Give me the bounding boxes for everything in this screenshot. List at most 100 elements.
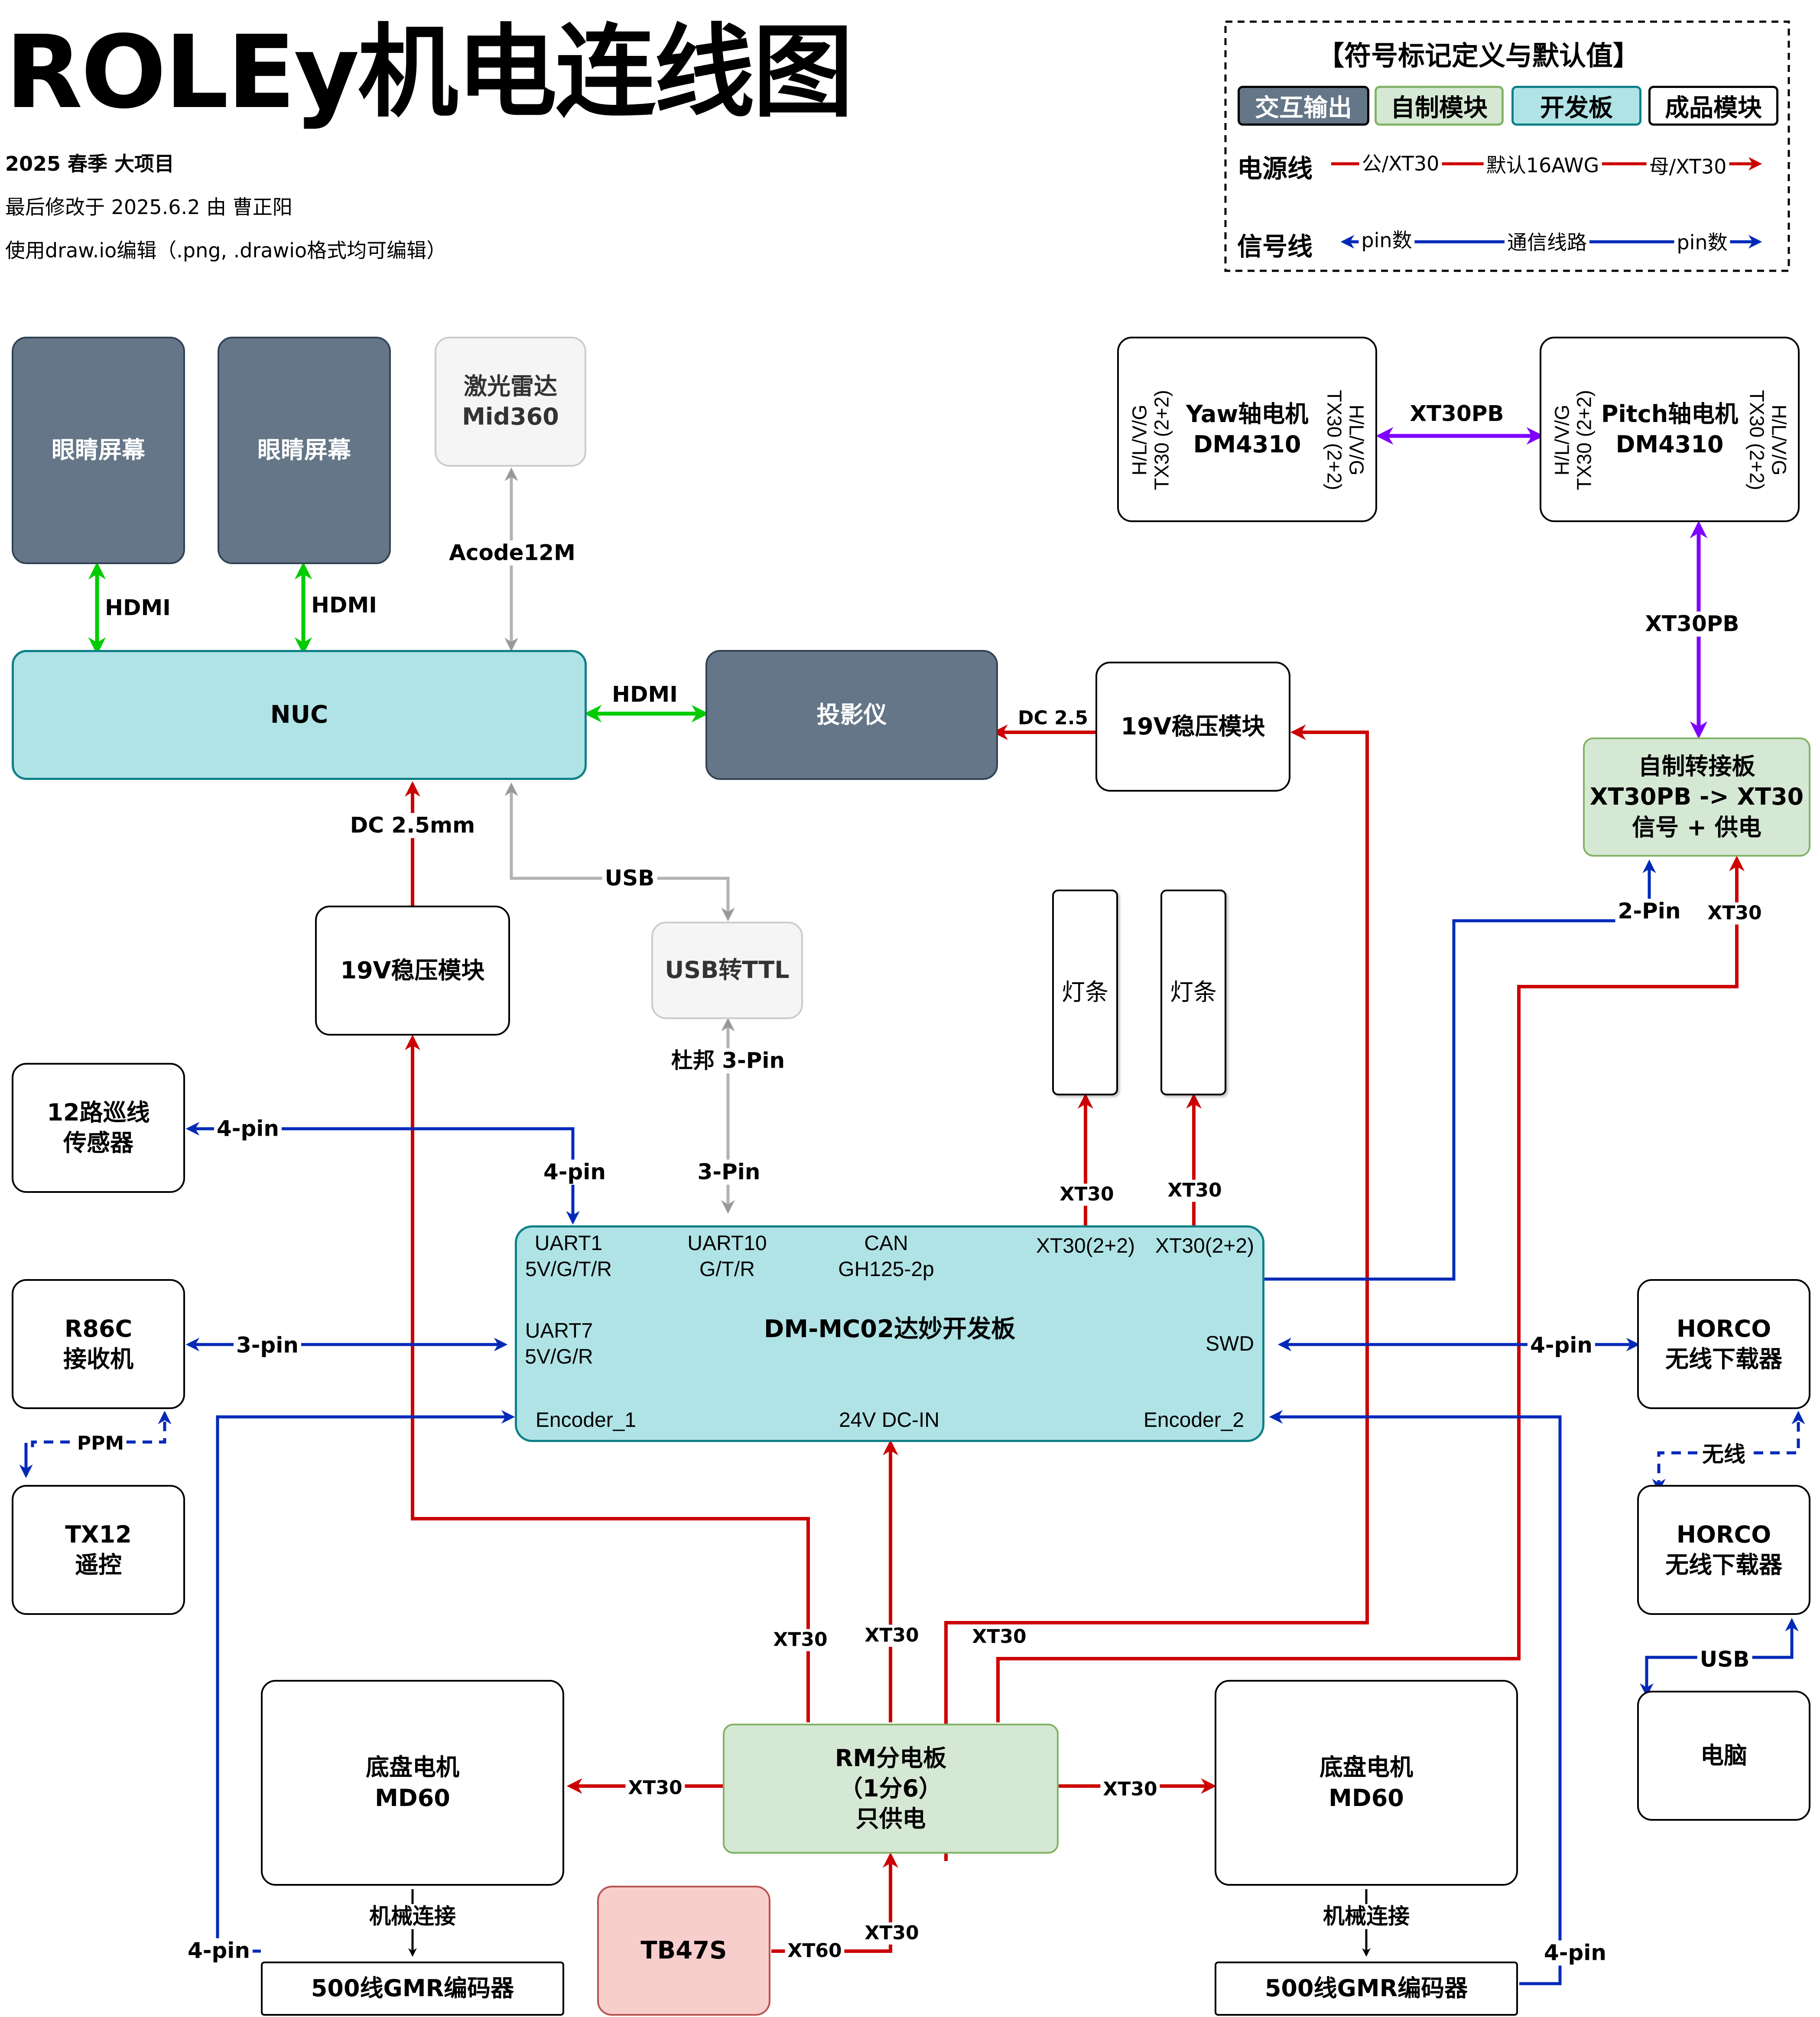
edge-power-19v-left xyxy=(405,1034,810,1722)
edge-label-xt30-chassis-left: XT30 xyxy=(625,1777,685,1799)
edge-label-hdmi-1: HDMI xyxy=(102,595,173,620)
edge-label-xt30-battery: XT30 xyxy=(862,1922,922,1945)
edge-label-xt30-lightbar-1: XT30 xyxy=(1057,1183,1117,1206)
node-eye-screen-2: 眼睛屏幕 xyxy=(218,337,391,564)
edge-label-ppm: PPM xyxy=(74,1432,127,1455)
node-tx12-remote: TX12 遥控 xyxy=(12,1485,185,1615)
edge-power-19v-top xyxy=(944,724,1369,1861)
pitch-motor-side-right: H/L/V/G TX30 (2+2) xyxy=(1746,390,1791,490)
edge-label-acode: Acode12M xyxy=(446,540,578,565)
project-name: 2025 春季 大项目 xyxy=(5,152,175,175)
edge-label-4pin-sensor-b: 4-pin xyxy=(540,1160,609,1185)
edge-label-xt30-pdb-2: XT30 xyxy=(862,1624,922,1647)
port-can: CAN GH125-2p xyxy=(838,1232,934,1281)
legend-tag-product: 成品模块 xyxy=(1648,86,1778,126)
edge-power-adapter xyxy=(996,855,1745,1722)
edge-label-4pin-swd: 4-pin xyxy=(1527,1333,1596,1358)
node-pitch-motor: Pitch轴电机 DM4310 xyxy=(1540,337,1800,522)
edge-label-2pin: 2-Pin xyxy=(1615,899,1684,924)
edge-label-xt30pb-v: XT30PB xyxy=(1642,611,1742,637)
page-title: ROLEy机电连线图 xyxy=(5,14,853,131)
node-eye-screen-1: 眼睛屏幕 xyxy=(12,337,185,564)
edge-label-xt30pb-h: XT30PB xyxy=(1407,401,1507,426)
node-chassis-motor-left: 底盘电机 MD60 xyxy=(261,1680,564,1886)
edge-sig-adapter xyxy=(1264,859,1656,1281)
port-encoder-1: Encoder_1 xyxy=(535,1409,637,1432)
node-yaw-motor: Yaw轴电机 DM4310 xyxy=(1117,337,1377,522)
node-projector: 投影仪 xyxy=(705,650,998,780)
edge-label-3pin: 3-Pin xyxy=(695,1160,763,1185)
edge-label-dupont: 杜邦 3-Pin xyxy=(668,1048,788,1073)
edge-label-xt30-chassis-right: XT30 xyxy=(1100,1778,1160,1801)
edge-label-usb: USB xyxy=(602,866,657,891)
node-lightbar-1: 灯条 xyxy=(1052,890,1118,1095)
node-custom-adapter: 自制转接板 XT30PB -> XT30 信号 + 供电 xyxy=(1583,737,1810,857)
legend-signal-part2: 通信线路 xyxy=(1505,231,1589,254)
edge-label-4pin-encoder-left: 4-pin xyxy=(185,1938,253,1963)
node-encoder-right: 500线GMR编码器 xyxy=(1215,1962,1518,2016)
edge-label-xt60: XT60 xyxy=(785,1940,845,1962)
editor-note: 使用draw.io编辑（.png, .drawio格式均可编辑） xyxy=(5,239,447,262)
edge-label-hdmi-3: HDMI xyxy=(609,682,680,707)
edge-label-xt30-pdb-1: XT30 xyxy=(770,1629,830,1651)
legend-power-part1: 公/XT30 xyxy=(1359,152,1442,175)
node-horco-downloader-1: HORCO 无线下载器 xyxy=(1637,1279,1810,1409)
node-pc: 电脑 xyxy=(1637,1691,1810,1821)
port-24v-dcin: 24V DC-IN xyxy=(838,1409,940,1432)
legend-tag-devboard: 开发板 xyxy=(1511,86,1641,126)
port-uart10: UART10 G/T/R xyxy=(687,1232,767,1281)
edge-label-3pin-r86c: 3-pin xyxy=(233,1333,302,1358)
pitch-motor-side-left: H/L/V/G TX30 (2+2) xyxy=(1550,390,1595,490)
node-19v-regulator-top: 19V稳压模块 xyxy=(1095,662,1290,792)
edge-label-dc25mm: DC 2.5mm xyxy=(347,813,478,838)
node-nuc: NUC xyxy=(12,650,587,780)
port-xt30-b: XT30(2+2) xyxy=(1155,1234,1254,1257)
edge-label-mech-left: 机械连接 xyxy=(367,1904,458,1929)
legend-title: 【符号标记定义与默认值】 xyxy=(1317,40,1640,71)
legend-tag-interactive: 交互输出 xyxy=(1238,86,1369,126)
edge-label-xt30-adapter: XT30 xyxy=(1705,902,1765,925)
node-horco-downloader-2: HORCO 无线下载器 xyxy=(1637,1485,1810,1615)
legend-power-part3: 母/XT30 xyxy=(1646,155,1729,179)
node-r86c-receiver: R86C 接收机 xyxy=(12,1279,185,1409)
edge-label-wireless: 无线 xyxy=(1700,1442,1748,1467)
legend-power-part2: 默认16AWG xyxy=(1483,154,1602,177)
node-19v-regulator-left: 19V稳压模块 xyxy=(315,906,510,1036)
edge-label-hdmi-2: HDMI xyxy=(309,593,380,618)
yaw-motor-side-left: H/L/V/G TX30 (2+2) xyxy=(1128,390,1173,490)
yaw-motor-label: Yaw轴电机 DM4310 xyxy=(1186,400,1309,458)
port-swd: SWD xyxy=(1206,1332,1254,1355)
pitch-motor-label: Pitch轴电机 DM4310 xyxy=(1601,400,1739,458)
devboard-title: DM-MC02达妙开发板 xyxy=(764,1315,1016,1343)
legend-signal-part1: pin数 xyxy=(1358,229,1415,252)
node-line-sensor: 12路巡线 传感器 xyxy=(12,1063,185,1193)
port-xt30-a: XT30(2+2) xyxy=(1036,1234,1135,1257)
edge-label-4pin-sensor-a: 4-pin xyxy=(214,1116,282,1141)
legend-frame xyxy=(1224,20,1790,272)
node-lightbar-2: 灯条 xyxy=(1160,890,1226,1095)
legend-signal-label: 信号线 xyxy=(1237,232,1313,261)
edge-label-xt30-pdb-3: XT30 xyxy=(969,1626,1029,1648)
legend-power-label: 电源线 xyxy=(1237,154,1313,183)
edge-label-mech-right: 机械连接 xyxy=(1320,1904,1412,1929)
node-dm-mc02-devboard: DM-MC02达妙开发板 xyxy=(515,1225,1264,1442)
node-power-distribution-board: RM分电板 （1分6） 只供电 xyxy=(723,1724,1059,1854)
edge-label-xt30-lightbar-2: XT30 xyxy=(1165,1179,1225,1202)
node-chassis-motor-right: 底盘电机 MD60 xyxy=(1215,1680,1518,1886)
port-uart1: UART1 5V/G/T/R xyxy=(525,1232,612,1281)
edge-label-dc25: DC 2.5 xyxy=(1015,707,1091,730)
edge-sig-enc2 xyxy=(1269,1410,1562,1985)
node-battery-tb47s: TB47S xyxy=(597,1886,770,2016)
legend-tag-custom: 自制模块 xyxy=(1375,86,1504,126)
edge-usb-nuc xyxy=(504,782,735,922)
port-encoder-2: Encoder_2 xyxy=(1143,1409,1245,1432)
port-uart7: UART7 5V/G/R xyxy=(525,1319,593,1368)
modified-note: 最后修改于 2025.6.2 由 曹正阳 xyxy=(5,195,292,219)
edge-label-usb-pc: USB xyxy=(1697,1647,1752,1672)
yaw-motor-side-right: H/L/V/G TX30 (2+2) xyxy=(1323,390,1368,490)
node-encoder-left: 500线GMR编码器 xyxy=(261,1962,564,2016)
edge-sig-line-sensor xyxy=(185,1122,580,1225)
legend-signal-part3: pin数 xyxy=(1674,231,1730,254)
node-usb-ttl: USB转TTL xyxy=(651,922,803,1019)
edge-label-4pin-encoder-right: 4-pin xyxy=(1541,1940,1609,1965)
